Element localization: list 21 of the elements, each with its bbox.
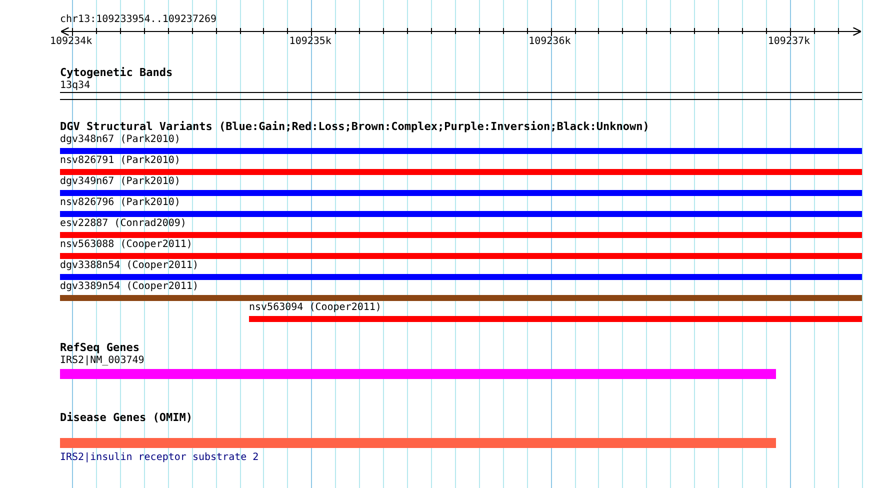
coordinate-label: chr13:109233954..109237269	[60, 14, 217, 25]
variant-label: esv22887 (Conrad2009)	[60, 218, 186, 229]
variant-label: dgv348n67 (Park2010)	[60, 134, 180, 145]
tick-label: 109236k	[528, 36, 571, 47]
variant-label: nsv563088 (Cooper2011)	[60, 239, 192, 250]
variant-label: nsv563094 (Cooper2011)	[249, 302, 382, 313]
gene-label: IRS2|NM_003749	[60, 355, 144, 366]
track-title: DGV Structural Variants (Blue:Gain;Red:Loss;Brown:Complex;Purple:Inversion;Black:Unknown)	[60, 121, 650, 132]
gene-label: IRS2|insulin receptor substrate 2	[60, 452, 259, 463]
track-title: Cytogenetic Bands	[60, 67, 173, 78]
tick-label: 109235k	[289, 36, 332, 47]
tick-label: 109234k	[50, 36, 92, 47]
track-title: RefSeq Genes	[60, 342, 140, 353]
track-title: Disease Genes (OMIM)	[60, 412, 192, 423]
variant-label: dgv3388n54 (Cooper2011)	[60, 260, 198, 271]
variant-label: nsv826796 (Park2010)	[60, 197, 180, 208]
variant-label: nsv826791 (Park2010)	[60, 155, 180, 166]
band-label: 13q34	[60, 80, 90, 91]
variant-label: dgv3389n54 (Cooper2011)	[60, 281, 198, 292]
tick-label: 109237k	[768, 36, 810, 47]
variant-label: dgv349n67 (Park2010)	[60, 176, 180, 187]
